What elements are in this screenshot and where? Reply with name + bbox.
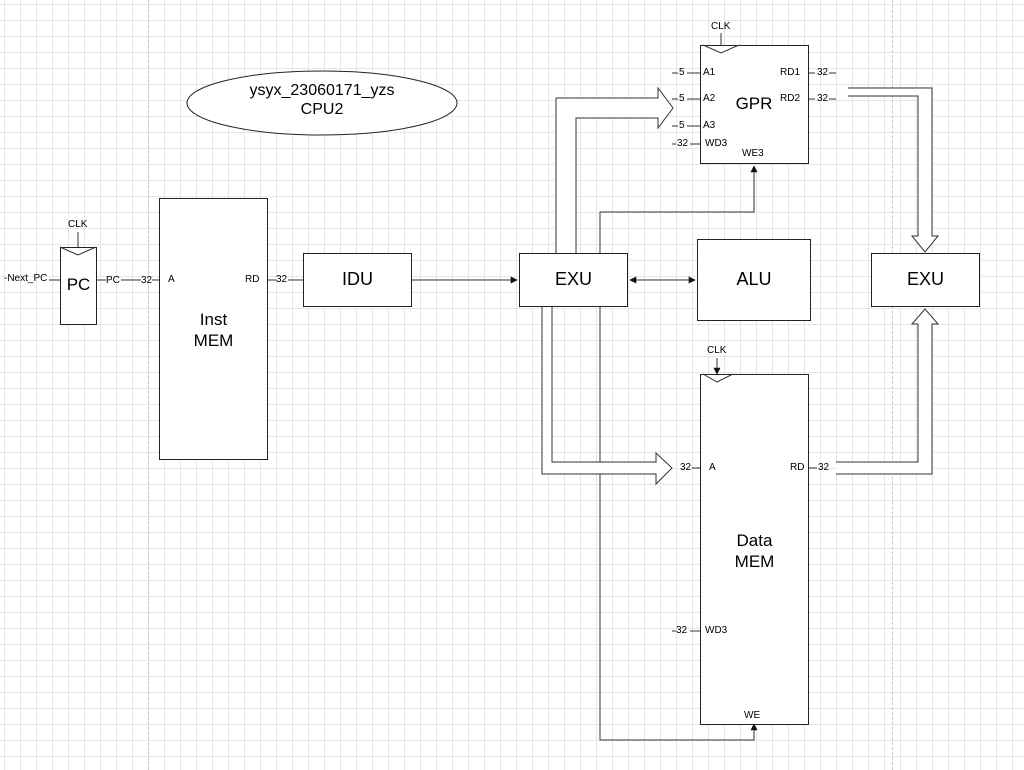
data-mem-a-width: 32 (680, 462, 692, 473)
data-mem-clk-triangle (702, 373, 734, 383)
title-line-2: CPU2 (300, 101, 344, 118)
canvas-guide-right (892, 0, 893, 770)
exu-left-label: EXU (554, 269, 592, 289)
exu-to-datamem-hollow-arrow (541, 307, 673, 486)
inst-mem-pin-rd: RD (245, 274, 260, 285)
data-mem-pin-wd3: WD3 (705, 625, 728, 636)
alu-block[interactable] (697, 239, 811, 321)
gpr-wd3-width: 32 (677, 138, 689, 149)
data-mem-pin-a: A (709, 462, 716, 473)
pc-register[interactable] (60, 247, 97, 325)
gpr-pin-a1: A1 (703, 67, 716, 78)
pc-clk-label: CLK (68, 219, 88, 230)
inst-mem-label: Inst MEM (193, 310, 234, 350)
exu-right-block[interactable] (871, 253, 980, 307)
data-mem-pin-we: WE (744, 710, 761, 721)
pc-clk-triangle (59, 246, 97, 256)
pc-next-pc-label: -Next_PC (4, 273, 48, 284)
gpr-to-exu-hollow-arrow (848, 87, 940, 253)
gpr-a2-width: 5 (679, 93, 685, 104)
gpr-clk-label: CLK (711, 21, 731, 32)
gpr-pin-rd2: RD2 (780, 93, 801, 104)
data-mem-block[interactable] (700, 374, 809, 725)
gpr-pin-rd1: RD1 (780, 67, 801, 78)
pc-out-width: 32 (141, 275, 153, 286)
alu-label: ALU (736, 269, 772, 289)
datamem-to-exu-hollow-arrow (836, 308, 940, 475)
gpr-pin-a3: A3 (703, 120, 716, 131)
gpr-pin-we3: WE3 (742, 148, 764, 159)
canvas-guide-left (148, 0, 149, 770)
exu-to-gpr-hollow-arrow (555, 86, 674, 253)
exu-right-label: EXU (906, 269, 944, 289)
gpr-block[interactable] (700, 45, 809, 164)
data-mem-wd3-width: 32 (676, 625, 688, 636)
gpr-rd2-width: 32 (817, 93, 829, 104)
pc-out-label: PC (106, 275, 120, 286)
idu-block[interactable] (303, 253, 412, 307)
data-mem-rd-width: 32 (818, 462, 830, 473)
gpr-rd1-width: 32 (817, 67, 829, 78)
pc-label: PC (66, 275, 91, 294)
exu-to-we3-wire (599, 165, 758, 253)
title-ellipse (186, 70, 458, 136)
exu-left-block[interactable] (519, 253, 628, 307)
gpr-a1-width: 5 (679, 67, 685, 78)
data-mem-label: Data MEM (734, 531, 775, 571)
title-line-1: ysyx_23060171_yzs (249, 82, 395, 99)
inst-mem-block[interactable] (159, 198, 268, 460)
data-mem-clk-label: CLK (707, 345, 727, 356)
idu-label: IDU (342, 269, 373, 289)
gpr-clk-triangle (702, 44, 740, 54)
gpr-label: GPR (735, 94, 773, 113)
gpr-pin-wd3: WD3 (705, 138, 728, 149)
inst-mem-rd-width: 32 (276, 274, 288, 285)
inst-mem-pin-a: A (168, 274, 175, 285)
data-mem-pin-rd: RD (790, 462, 805, 473)
exu-to-we-wire (599, 307, 758, 741)
gpr-a3-width: 5 (679, 120, 685, 131)
gpr-pin-a2: A2 (703, 93, 716, 104)
